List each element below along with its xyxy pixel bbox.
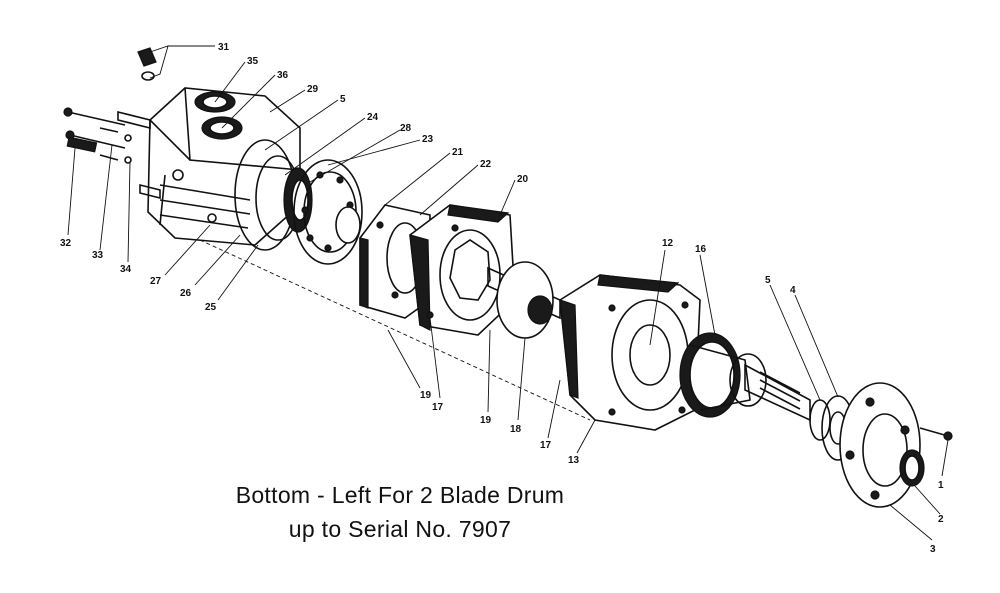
callout-19: 19 [420,390,432,401]
caption-line-1: Bottom - Left For 2 Blade Drum [235,482,565,508]
output-shaft [744,363,811,422]
callout-26: 26 [180,288,192,299]
bolt-set [63,107,161,200]
callout-27: 27 [150,276,162,287]
bearing-housing [559,274,701,431]
callout-5b: 5 [765,275,771,286]
callout-12: 12 [662,238,674,249]
callout-17: 17 [432,402,444,413]
bearing [679,332,767,418]
caption-line-2: up to Serial No. 7907 [288,516,512,542]
callout-28: 28 [400,123,412,134]
end-flange [839,382,925,508]
rotor-set [234,139,363,265]
callout-1: 1 [938,480,944,491]
callout-33: 33 [92,250,104,261]
callout-4: 4 [790,285,796,296]
drive-shaft [487,261,561,339]
callout-31: 31 [218,42,230,53]
callout-labels: 31 35 36 29 5 24 28 23 21 22 20 12 16 5 … [60,42,944,555]
callout-2: 2 [938,514,944,525]
callout-35: 35 [247,56,259,67]
plug [137,45,169,81]
callout-18: 18 [510,424,522,435]
callout-17b: 17 [540,440,552,451]
callout-20: 20 [517,174,529,185]
callout-25: 25 [205,302,217,313]
gerotor-housing [409,204,516,336]
callout-32: 32 [60,238,72,249]
callout-5: 5 [340,94,346,105]
callout-29: 29 [307,84,319,95]
callout-23: 23 [422,134,434,145]
callout-3: 3 [930,544,936,555]
valve-housing [147,87,301,246]
callout-19b: 19 [480,415,492,426]
callout-36: 36 [277,70,289,81]
leader-lines [67,45,949,541]
callout-13: 13 [568,455,580,466]
callout-24: 24 [367,112,379,123]
callout-21: 21 [452,147,464,158]
callout-34: 34 [120,264,132,275]
callout-22: 22 [480,159,492,170]
callout-16: 16 [695,244,707,255]
cap-screw [919,427,953,441]
